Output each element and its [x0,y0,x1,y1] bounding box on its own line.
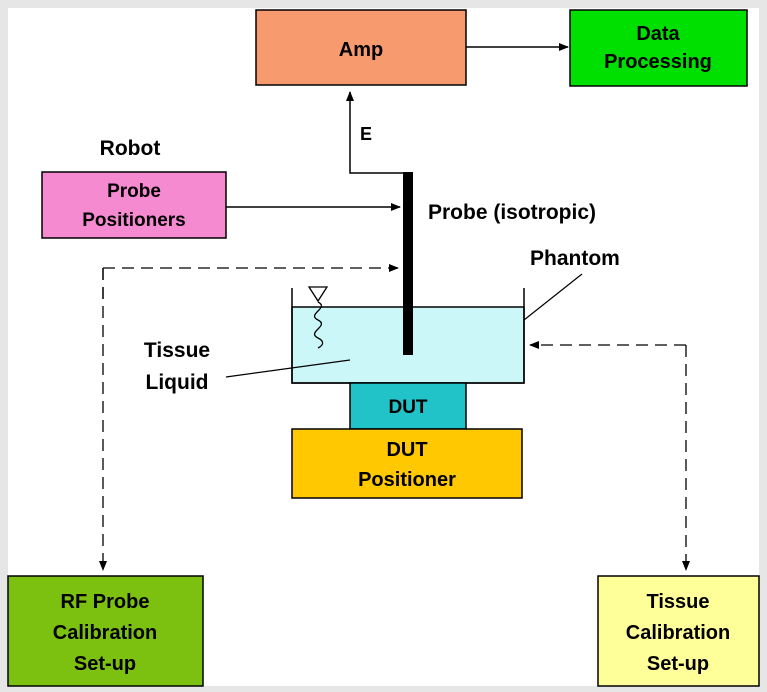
tissue-calibration-label-line3: Set-up [647,653,709,675]
probe-positioners-label-line1: Probe [107,181,161,202]
tissue-calibration-block [597,575,760,687]
tissue-liquid-label-line2: Liquid [146,371,209,394]
dut-positioner-block [291,428,523,499]
probe-positioners-block [41,171,227,239]
amp-block [255,9,467,86]
rf-probe-calibration-label-line1: RF Probe [61,591,150,613]
liquid-wave-icon [313,301,324,349]
probe-to-amp-arrow [346,91,408,174]
dut-positioner-label-line2: Positioner [358,469,456,491]
rf-probe-calibration-label-line2: Calibration [53,622,157,644]
tissue-calibration-label-line1: Tissue [647,591,710,613]
probe-rod [403,172,413,355]
tissue-liquid-label-line1: Tissue [144,339,210,362]
phantom-label: Phantom [530,247,620,270]
data-processing-label-line1: Data [636,23,680,45]
probe-label: Probe (isotropic) [428,201,596,224]
tissue-calibration-label-line2: Calibration [626,622,730,644]
e-field-label: E [360,124,372,144]
rf-probe-calibration-label-line3: Set-up [74,653,136,675]
dut-block [349,382,467,430]
robot-label: Robot [100,137,161,160]
tissue-liquid-leader-line [225,359,351,378]
phantom-leader-line [523,273,583,321]
liquid-level-triangle-icon [307,286,329,303]
data-processing-block [569,9,748,87]
data-processing-label-line2: Processing [604,51,712,73]
dut-positioner-label-line1: DUT [386,439,427,461]
amp-label: Amp [339,39,383,61]
dut-label: DUT [388,397,427,418]
probe-positioners-label-line2: Positioners [82,210,185,231]
rf-probe-calibration-block [7,575,204,687]
